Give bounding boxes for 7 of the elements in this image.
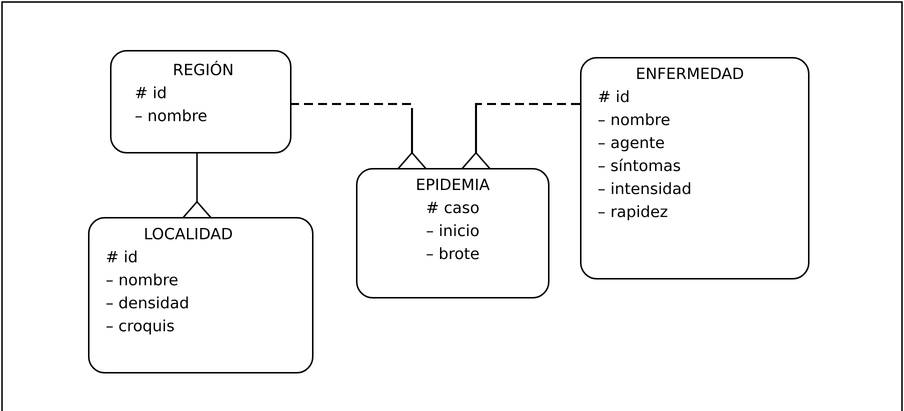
entity-box: REGIÓN # id – nombre bbox=[110, 50, 292, 154]
relationship-line bbox=[461, 102, 580, 170]
relationship-line bbox=[290, 102, 427, 170]
relationship-line bbox=[182, 152, 212, 218]
entity-box: LOCALIDAD # id – nombre – densidad – croquis bbox=[88, 216, 314, 374]
entity-box: EPIDEMIA # caso – inicio – brote bbox=[356, 168, 550, 298]
entity-box: ENFERMEDAD # id – nombre – agente – síntomas – intensidad – rapidez bbox=[580, 57, 810, 280]
